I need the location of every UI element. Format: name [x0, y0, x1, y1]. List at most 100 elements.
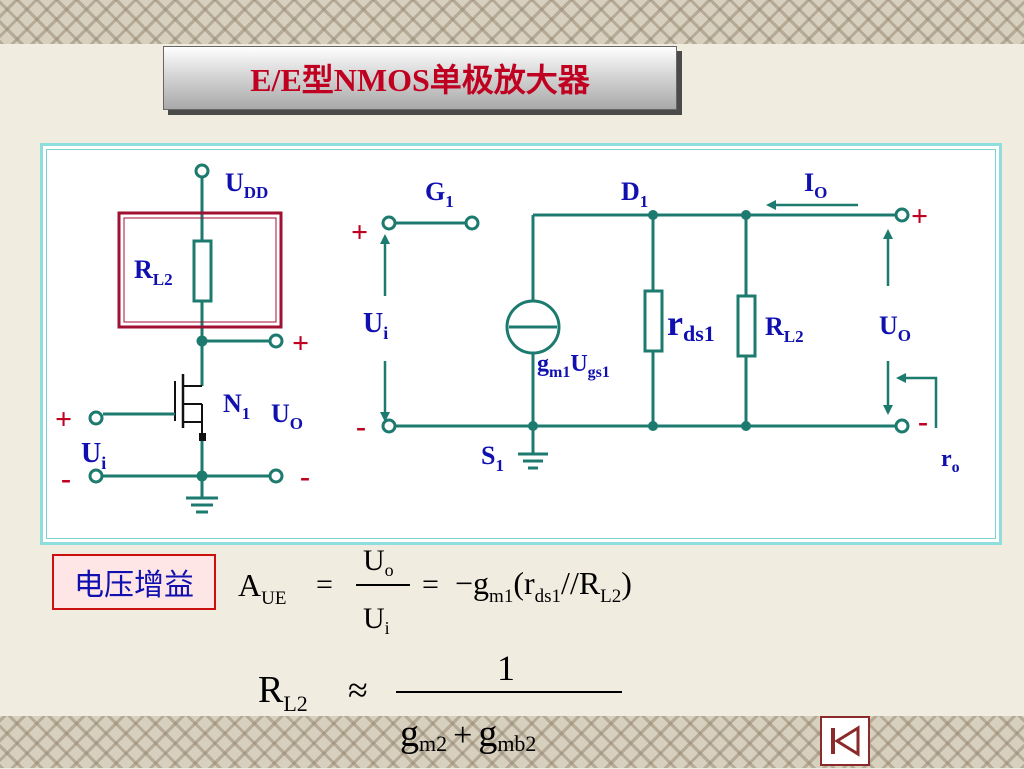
model-rl2-label: R: [765, 312, 784, 341]
rds1-label: r: [667, 303, 683, 343]
left-circuit: [88, 163, 284, 514]
uo-arrowhead-up: [883, 229, 893, 239]
gain-A-sub: UE: [261, 588, 286, 609]
input-minus-terminal: [88, 468, 104, 484]
rds1-sub: ds1: [683, 321, 715, 346]
ui-arrowhead-down: [380, 412, 390, 422]
svg-text:−gm1(rds1//RL2): −gm1(rds1//RL2): [455, 565, 632, 607]
output-minus-terminal: [894, 418, 910, 434]
gain-close: ): [621, 565, 632, 601]
rl2-model-resistor: [736, 294, 757, 358]
svg-text:AUE: AUE: [238, 567, 286, 609]
top-decorative-border: [0, 0, 1024, 44]
svg-text:Uo: Uo: [363, 544, 394, 580]
svg-text:UO: UO: [271, 399, 303, 433]
circuit-diagram-frame: UDD RL2 N1 UO Ui + + - -: [40, 143, 1002, 545]
junction-dot: [741, 421, 751, 431]
udd-label: U: [225, 168, 244, 197]
gain-open: (: [513, 565, 524, 601]
model-input-minus: -: [356, 410, 366, 443]
input-minus-sign: -: [61, 462, 71, 495]
ro-label: r: [941, 446, 952, 472]
svg-text:Ui: Ui: [363, 602, 390, 638]
model-rl2-sub: L2: [784, 327, 804, 346]
ui-label: U: [81, 438, 101, 469]
svg-text:ro: ro: [941, 446, 960, 476]
ugs1-label: U: [570, 351, 587, 377]
slide-title: E/E型NMOS单极放大器: [250, 62, 590, 98]
gain-parallel: //: [561, 565, 579, 601]
model-uo-label: U: [879, 311, 898, 340]
junction-dot: [528, 421, 538, 431]
ugs1-sub: gs1: [588, 364, 610, 381]
output-plus-terminal: [268, 333, 284, 349]
model-labels: G1 D1 IO Ui UO gm1Ugs1 rds1 RL2 S1 ro: [363, 168, 960, 476]
voltage-gain-label-box: 电压增益: [52, 554, 216, 610]
s1-sub: 1: [495, 456, 504, 475]
load-highlight-box: [117, 211, 283, 329]
source-node: [199, 433, 206, 441]
input-plus-sign: +: [55, 403, 72, 436]
ui-arrowhead-up: [380, 234, 390, 244]
svg-text:rds1: rds1: [667, 303, 715, 346]
left-circuit-signs: + + - -: [55, 327, 310, 495]
model-uo-sub: O: [898, 326, 911, 345]
gain-num-sub: o: [385, 560, 394, 580]
model-input-plus: +: [351, 216, 368, 249]
io-arrowhead: [766, 200, 776, 210]
svg-text:UDD: UDD: [225, 168, 268, 202]
gain-g-sub: m1: [489, 586, 513, 607]
svg-text:RL2: RL2: [134, 255, 173, 289]
model-output-minus: -: [918, 405, 928, 438]
gain-g: g: [473, 565, 489, 601]
small-signal-model: [381, 207, 910, 470]
svg-text:UO: UO: [879, 311, 911, 345]
rl-approx: ≈: [348, 670, 368, 710]
gain-num: U: [363, 544, 385, 577]
svg-text:gm1Ugs1: gm1Ugs1: [537, 351, 610, 381]
svg-text:S1: S1: [481, 441, 504, 475]
gain-formula: AUE = Uo Ui = −gm1(rds1//RL2): [238, 544, 632, 638]
voltage-gain-label: 电压增益: [74, 569, 194, 602]
output-plus-terminal: [894, 207, 910, 223]
gain-r: r: [524, 565, 535, 601]
rl2-resistor: [192, 239, 213, 303]
n1-label: N: [223, 389, 242, 418]
uo-sub: O: [290, 414, 303, 433]
svg-text:RL2: RL2: [258, 669, 308, 716]
model-ui-label: U: [363, 308, 383, 339]
arrows: [380, 200, 938, 428]
back-to-start-button[interactable]: [820, 716, 870, 766]
bottom-decorative-border: [0, 716, 1024, 768]
circuit-diagram: UDD RL2 N1 UO Ui + + - -: [55, 163, 960, 514]
gain-minus: −: [455, 565, 473, 601]
svg-text:IO: IO: [804, 168, 827, 202]
gain-A: A: [238, 567, 261, 603]
skip-back-icon: [831, 725, 860, 757]
gain-eq2: =: [422, 568, 439, 601]
output-minus-terminal: [268, 468, 284, 484]
ro-arrow: [903, 376, 938, 428]
d1-label: D: [621, 177, 640, 206]
rl2-label: R: [134, 255, 153, 284]
s1-label: S: [481, 441, 495, 470]
uo-arrowhead-down: [883, 405, 893, 415]
svg-text:Ui: Ui: [81, 438, 106, 473]
junction-dot: [648, 210, 658, 220]
junction-dot: [741, 210, 751, 220]
n1-sub: 1: [242, 404, 251, 423]
ro-arrowhead: [896, 373, 906, 383]
gain-r-sub: ds1: [535, 586, 561, 607]
model-ui-sub: i: [383, 323, 388, 343]
gain-den: U: [363, 602, 385, 635]
gain-eq1: =: [316, 568, 333, 601]
model-signs: + - + -: [351, 200, 928, 443]
input-plus-terminal: [88, 410, 104, 426]
svg-text:N1: N1: [223, 389, 250, 423]
input-minus-terminal: [381, 418, 397, 434]
slide-title-box: E/E型NMOS单极放大器: [163, 46, 677, 110]
load-highlight-inner: [123, 217, 277, 323]
io-label: I: [804, 168, 814, 197]
svg-text:D1: D1: [621, 177, 648, 211]
gate-terminal-right: [464, 215, 480, 231]
